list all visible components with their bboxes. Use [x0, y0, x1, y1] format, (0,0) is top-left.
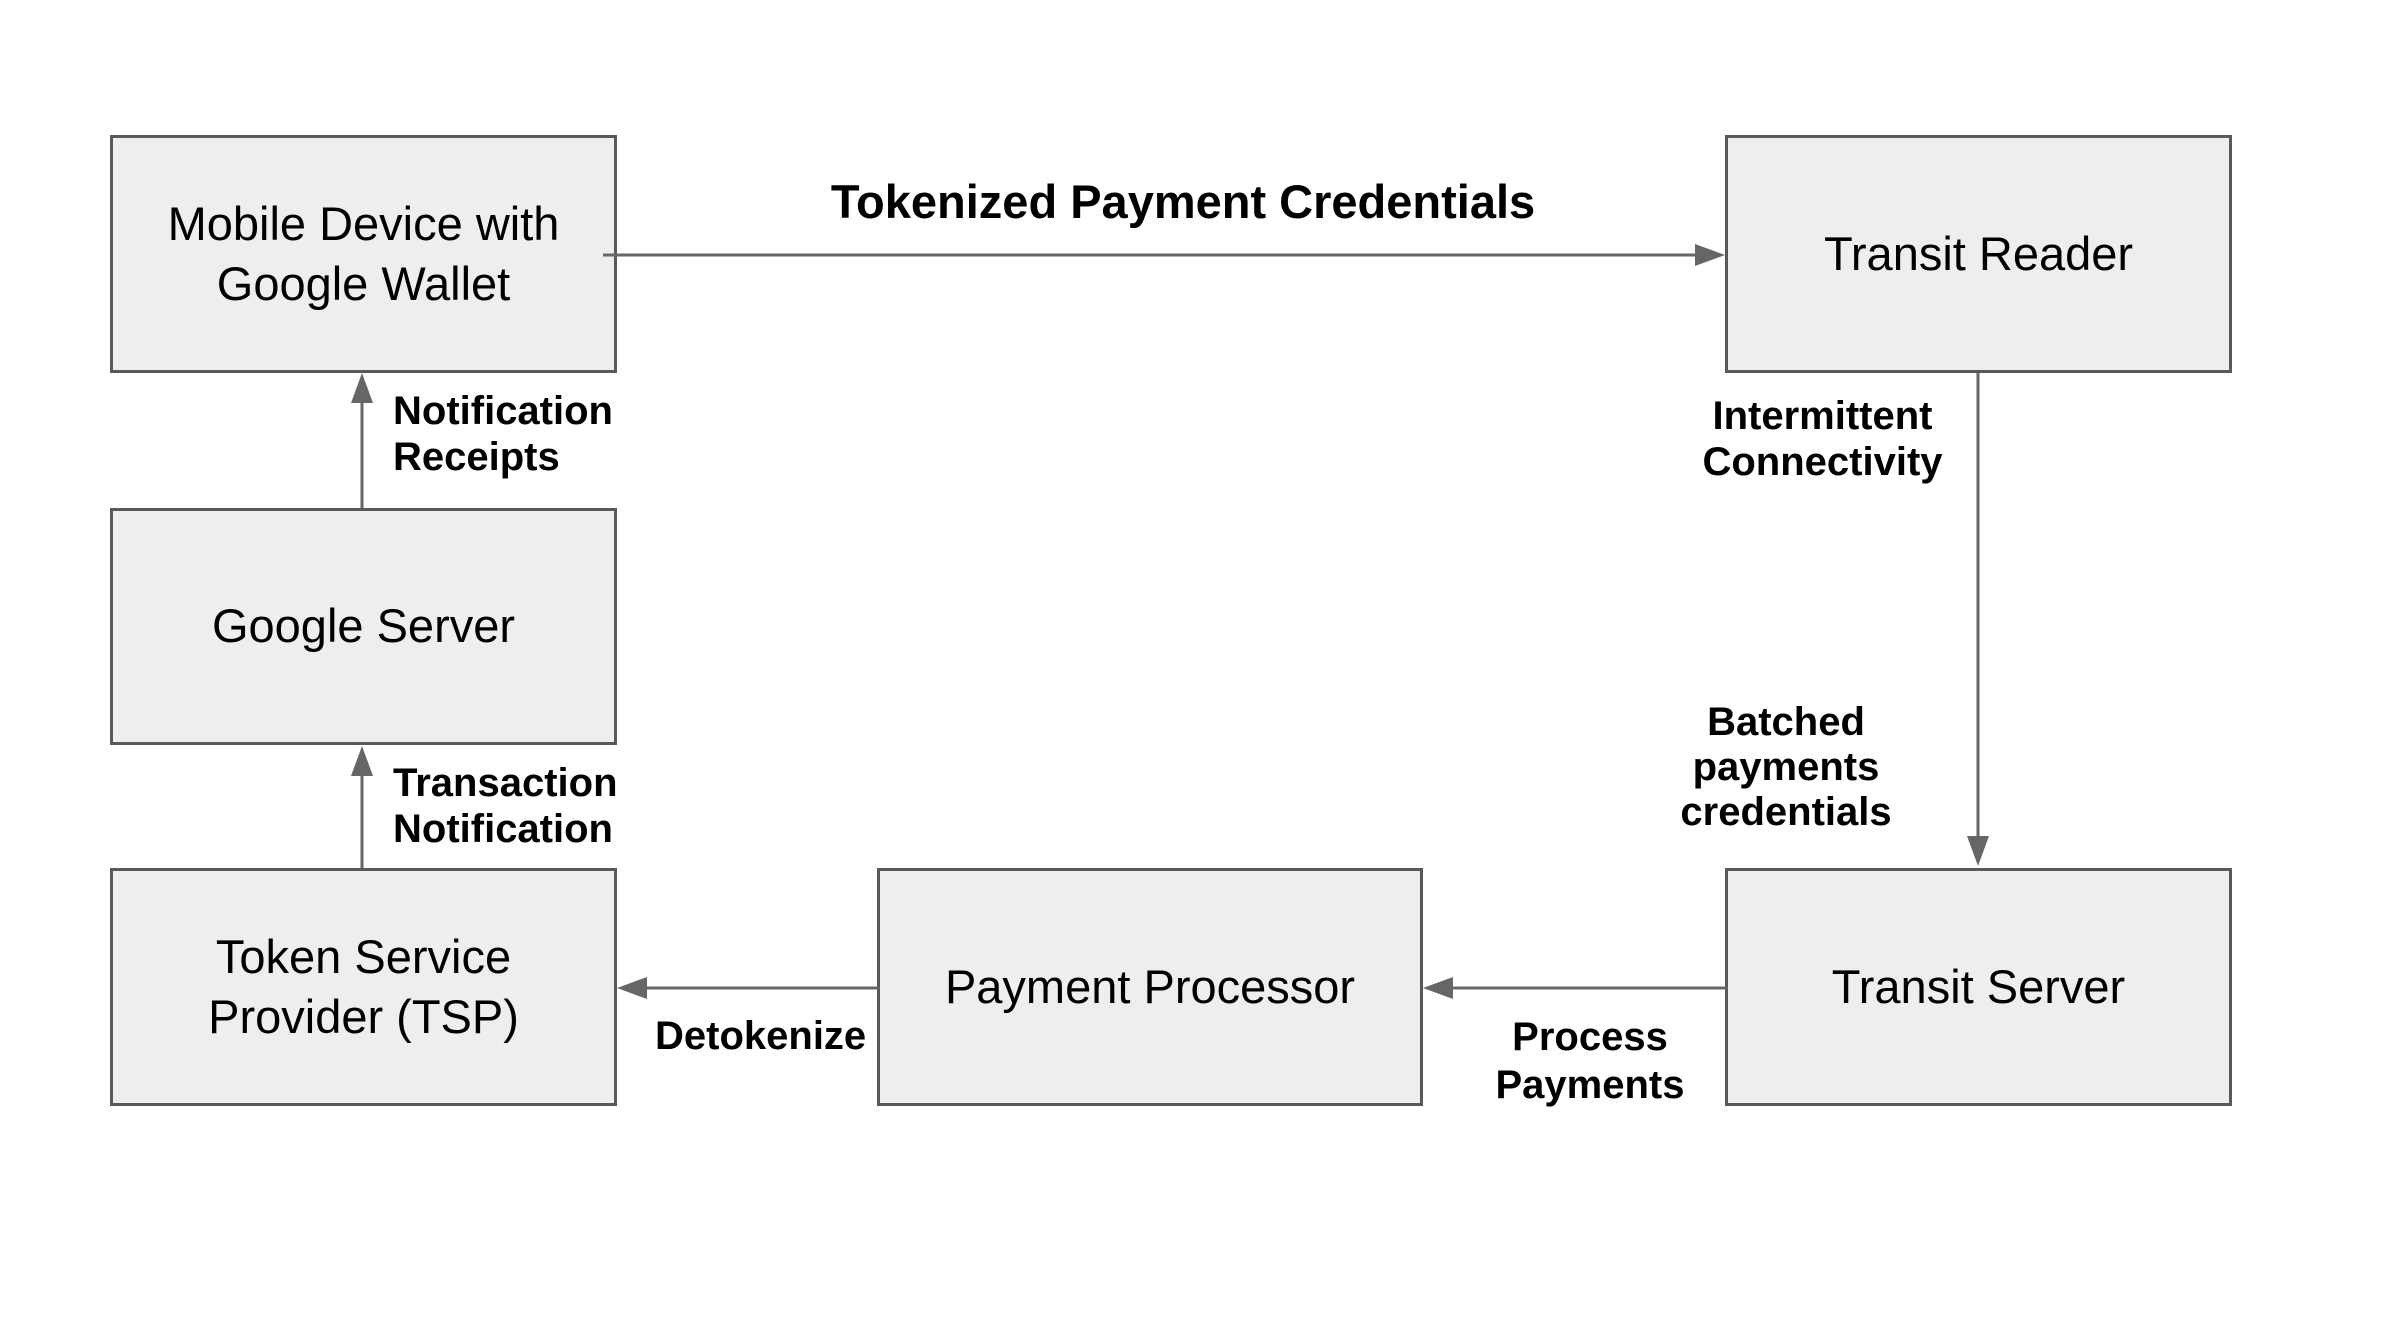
node-label: Token Service: [215, 929, 512, 983]
edge-label-line: credentials: [1680, 790, 1892, 834]
edge-label-line: Transaction: [393, 761, 618, 805]
arrow-process-payments-head-icon: [1423, 977, 1453, 999]
node-transit-server: Transit Server: [1725, 868, 2232, 1106]
edge-label-transaction-notification: Transaction Notification: [393, 760, 618, 852]
edge-label-line: Process: [1512, 1015, 1668, 1059]
edge-label-line: Receipts: [393, 435, 560, 479]
node-mobile-device-google-wallet: Mobile Device with Google Wallet: [110, 135, 617, 373]
edge-label-process-payments: Process Payments: [1440, 1013, 1740, 1109]
edge-label-line: Notification: [393, 807, 613, 851]
node-transit-reader: Transit Reader: [1725, 135, 2232, 373]
edge-label-line: Batched: [1707, 700, 1865, 744]
edge-label-tokenized-payment-credentials: Tokenized Payment Credentials: [830, 175, 1536, 228]
edge-label-line: Payments: [1495, 1063, 1685, 1107]
node-token-service-provider: Token Service Provider (TSP): [110, 868, 617, 1106]
node-payment-processor: Payment Processor: [877, 868, 1423, 1106]
node-label: Google Server: [211, 599, 516, 653]
edge-label-batched-payments-credentials: Batched payments credentials: [1620, 700, 1952, 835]
edge-label-detokenize: Detokenize: [655, 1014, 867, 1058]
edge-label-line: payments: [1692, 745, 1880, 789]
node-label: Google Wallet: [216, 257, 511, 310]
edge-label-line: Intermittent: [1712, 394, 1933, 438]
node-label: Payment Processor: [944, 959, 1356, 1013]
arrow-detokenize-head-icon: [617, 977, 647, 999]
node-label: Transit Reader: [1823, 226, 2134, 280]
edge-label-line: Connectivity: [1702, 440, 1943, 484]
arrow-tokenized-head-icon: [1695, 244, 1725, 266]
edge-label-intermittent-connectivity: Intermittent Connectivity: [1660, 393, 1985, 485]
node-label: Mobile Device with: [167, 196, 560, 250]
arrow-batched-credentials-head-icon: [1967, 836, 1989, 866]
edge-label-notification-receipts: Notification Receipts: [393, 388, 613, 480]
node-google-server: Google Server: [110, 508, 617, 745]
node-label: Provider (TSP): [208, 990, 519, 1043]
node-label: Transit Server: [1831, 959, 2126, 1013]
edge-label-line: Notification: [393, 389, 613, 433]
arrow-notification-receipts-head-icon: [351, 373, 373, 403]
arrow-transaction-notification-head-icon: [351, 746, 373, 776]
